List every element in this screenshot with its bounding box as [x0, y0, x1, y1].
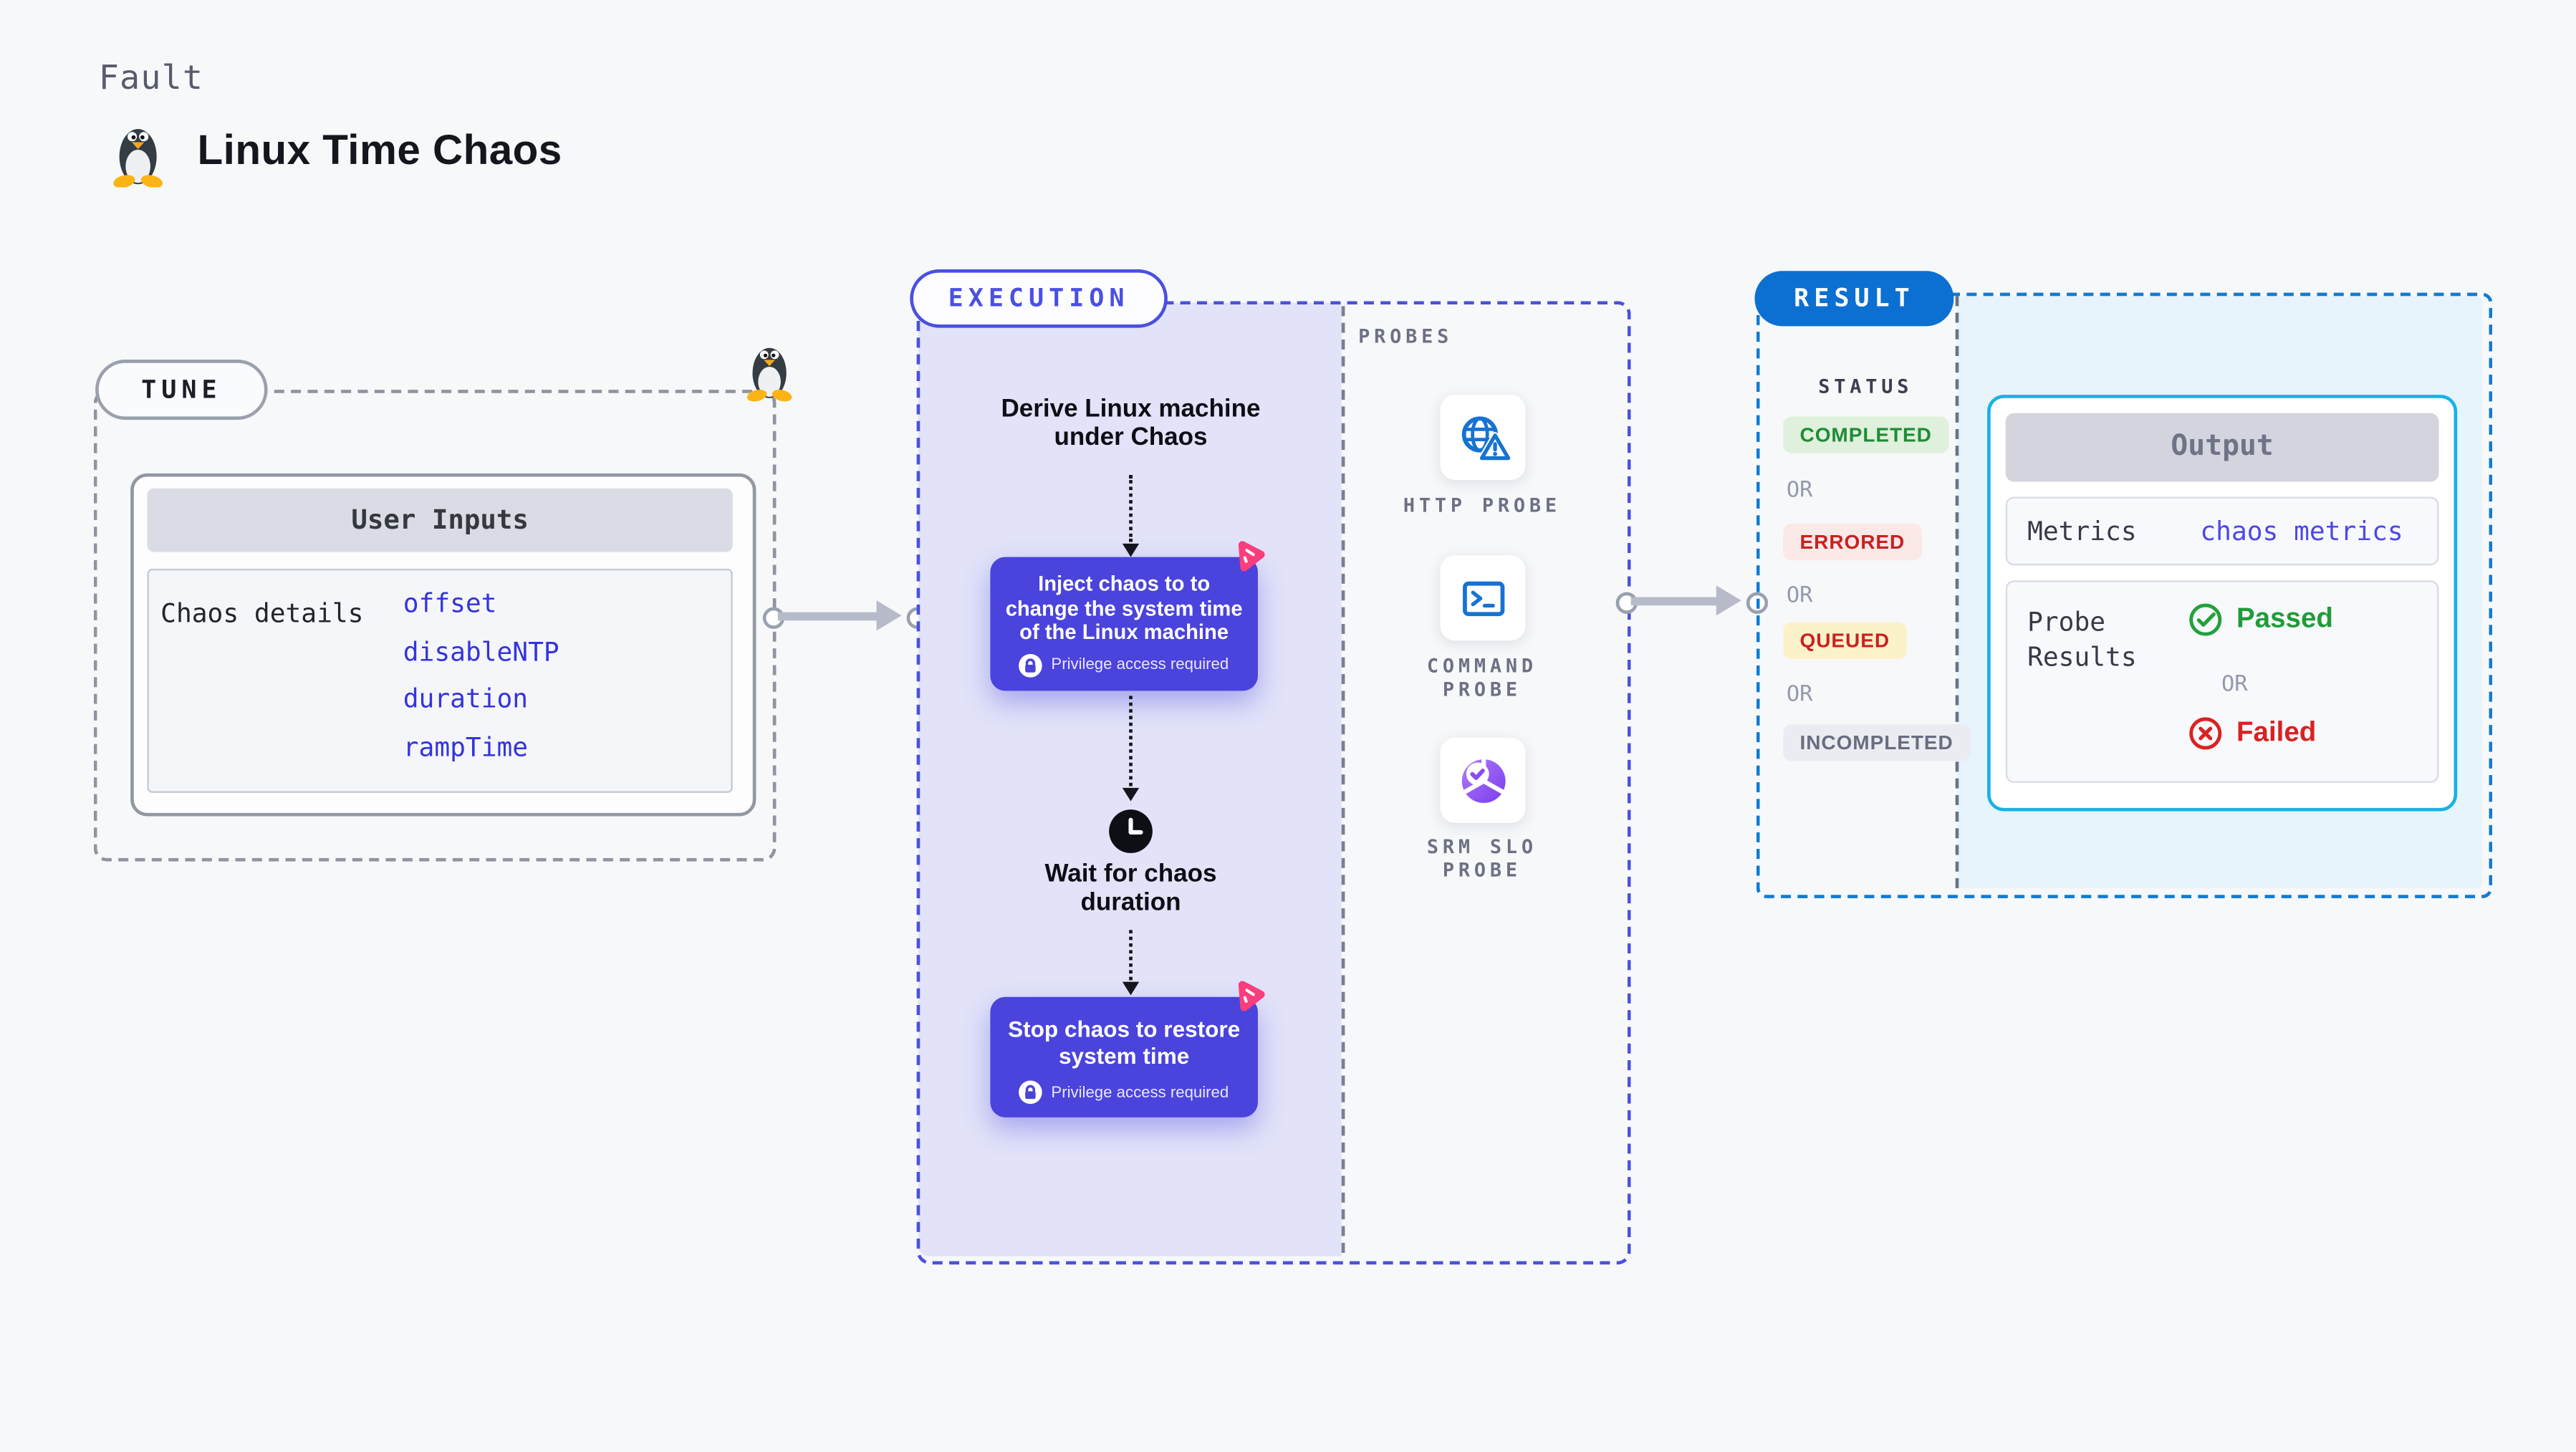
stop-chaos-text: Stop chaos to restore system time: [1008, 1016, 1241, 1068]
slo-pie-check-icon: [1461, 756, 1505, 802]
status-label: STATUS: [1818, 375, 1913, 398]
result-divider: [1955, 296, 1959, 888]
tune-to-execution-arrow: [762, 600, 928, 634]
param-link-offset[interactable]: offset: [403, 588, 497, 619]
flow-arrow-1-tip: [1122, 543, 1140, 557]
inject-chaos-text: Inject chaos to to change the system tim…: [1005, 572, 1243, 644]
or-text: OR: [1786, 478, 1813, 504]
user-inputs-title: User Inputs: [147, 488, 733, 552]
chaos-details-panel: [147, 568, 733, 793]
param-link-disablentp[interactable]: disableNTP: [403, 637, 559, 668]
chaos-litmus-icon: [1238, 541, 1265, 572]
lock-icon: [1019, 653, 1043, 677]
http-probe-card[interactable]: [1440, 395, 1526, 481]
passed-text: Passed: [2236, 603, 2333, 634]
status-badge-incompleted: INCOMPLETED: [1783, 724, 1971, 761]
check-circle-icon: [2189, 603, 2222, 636]
status-badge-queued: QUEUED: [1783, 622, 1907, 660]
execution-section-box: [916, 301, 1631, 1265]
chaos-litmus-icon: [1238, 981, 1265, 1011]
command-probe-card[interactable]: [1440, 555, 1526, 641]
or-text: OR: [2221, 672, 2248, 698]
inject-chaos-step: Inject chaos to to change the system tim…: [990, 557, 1258, 691]
execution-pill: EXECUTION: [910, 269, 1168, 328]
probes-label: PROBES: [1358, 324, 1453, 348]
probe-results-row: Probe Results Passed OR Failed: [2005, 580, 2439, 783]
flow-arrow-2-tip: [1122, 787, 1140, 802]
derive-step-text: Derive Linux machine under Chaos: [1001, 395, 1261, 452]
flow-arrow-3: [1129, 930, 1133, 981]
lock-icon: [1019, 1080, 1043, 1105]
privilege-note: Privilege access required: [1051, 1082, 1229, 1102]
param-link-ramptime[interactable]: rampTime: [403, 732, 529, 763]
passed-verdict: Passed: [2188, 602, 2333, 638]
globe-warning-icon: [1461, 415, 1512, 461]
flow-arrow-3-tip: [1122, 981, 1140, 996]
x-circle-icon: [2189, 717, 2222, 750]
output-card: Output Metrics chaos metrics Probe Resul…: [1987, 395, 2458, 812]
page-title: Linux Time Chaos: [197, 127, 562, 174]
fault-kicker: Fault: [98, 57, 204, 97]
or-text: OR: [1786, 583, 1813, 609]
srm-slo-probe-card[interactable]: [1440, 737, 1526, 823]
result-section-box: [1756, 292, 2493, 898]
status-badge-errored: ERRORED: [1783, 523, 1922, 561]
probe-results-label: Probe Results: [2027, 607, 2137, 673]
or-text: OR: [1786, 682, 1813, 708]
clock-icon: [1109, 809, 1153, 853]
metrics-label: Metrics: [2027, 516, 2137, 547]
wait-step-text: Wait for chaos duration: [1044, 860, 1217, 917]
failed-verdict: Failed: [2188, 716, 2316, 751]
metrics-value-link[interactable]: chaos metrics: [2200, 516, 2403, 547]
param-link-duration[interactable]: duration: [403, 684, 529, 715]
status-badge-completed: COMPLETED: [1783, 416, 1949, 453]
command-probe-label: COMMAND PROBE: [1426, 654, 1537, 701]
result-pill: RESULT: [1754, 271, 1954, 327]
failed-text: Failed: [2236, 717, 2317, 748]
srm-slo-probe-label: SRM SLO PROBE: [1426, 835, 1537, 882]
output-card-title: Output: [2005, 413, 2439, 482]
tune-pill: TUNE: [95, 360, 268, 420]
metrics-row: Metrics chaos metrics: [2005, 496, 2439, 566]
terminal-icon: [1461, 580, 1504, 615]
chaos-details-label: Chaos details: [160, 598, 364, 629]
stop-chaos-step: Stop chaos to restore system time Privil…: [990, 996, 1258, 1117]
tux-small-icon: [746, 347, 792, 402]
probes-divider: [1341, 306, 1345, 1253]
tux-linux-icon: [113, 129, 163, 188]
execution-to-result-arrow: [1615, 585, 1769, 619]
flow-arrow-2: [1129, 696, 1133, 787]
http-probe-label: HTTP PROBE: [1403, 493, 1561, 517]
flow-arrow-1: [1129, 475, 1133, 542]
privilege-note: Privilege access required: [1051, 655, 1229, 675]
